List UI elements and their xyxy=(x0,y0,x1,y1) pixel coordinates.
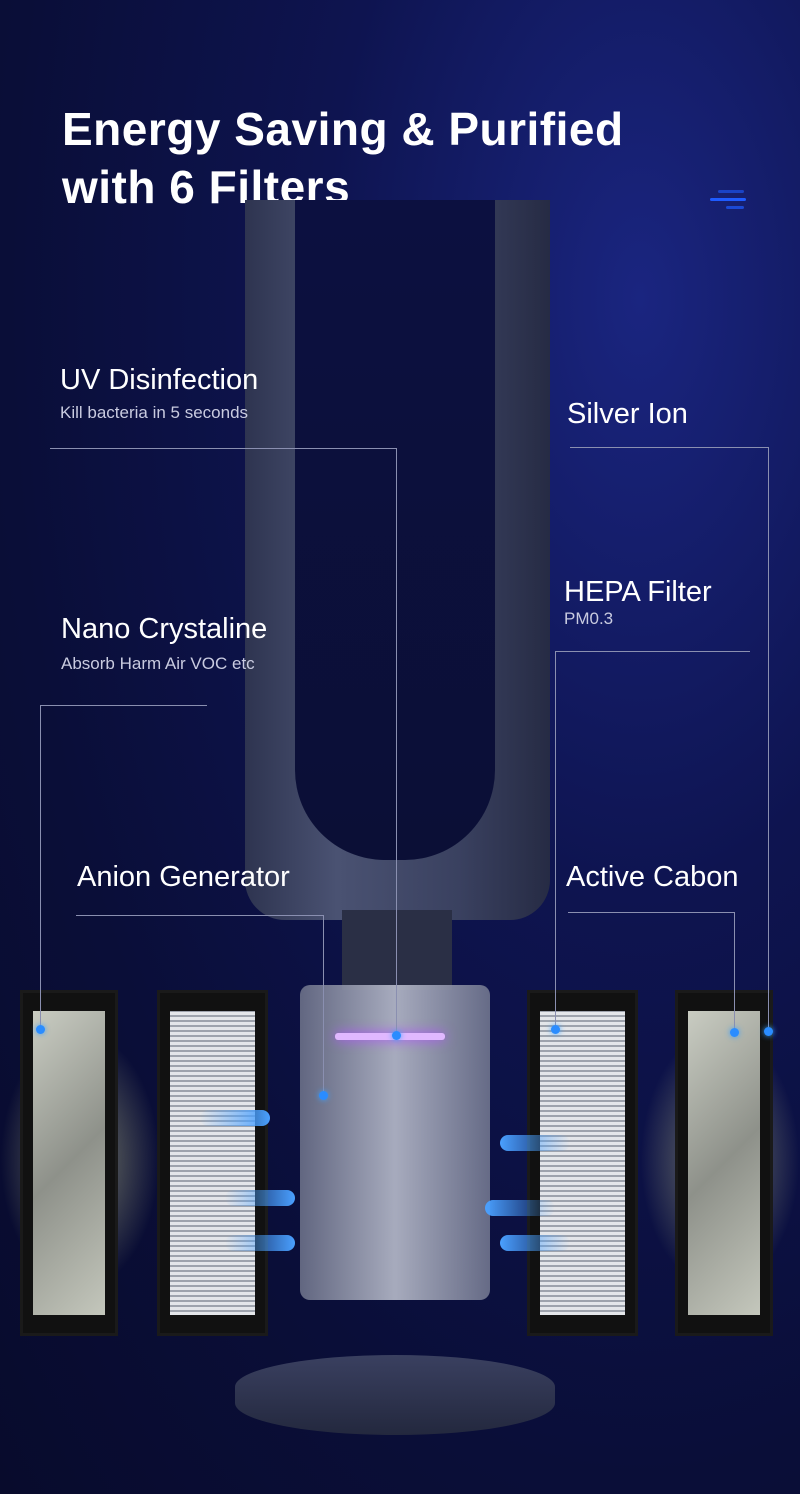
feature-nano: Nano Crystaline Absorb Harm Air VOC etc xyxy=(61,612,267,674)
marker-dot xyxy=(392,1031,401,1040)
marker-dot xyxy=(319,1091,328,1100)
airflow-arrow xyxy=(500,1235,570,1251)
base-plate xyxy=(235,1355,555,1435)
airflow-arrow xyxy=(225,1235,295,1251)
leader-line xyxy=(76,915,323,916)
leader-line xyxy=(768,447,769,1030)
feature-hepa: HEPA Filter PM0.3 xyxy=(564,575,712,629)
airflow-arrow xyxy=(500,1135,570,1151)
hepa-filter-right xyxy=(527,990,638,1336)
leader-line xyxy=(40,705,207,706)
feature-anion: Anion Generator xyxy=(77,861,290,893)
feature-sub: PM0.3 xyxy=(564,609,614,628)
leader-line xyxy=(40,705,41,1029)
leader-line xyxy=(50,448,396,449)
feature-uv: UV Disinfection Kill bacteria in 5 secon… xyxy=(60,363,258,423)
leader-line xyxy=(555,651,750,652)
marker-dot xyxy=(730,1028,739,1037)
airflow-arrow xyxy=(200,1110,270,1126)
feature-active-carbon: Active Cabon xyxy=(566,861,739,893)
feature-sub: Kill bacteria in 5 seconds xyxy=(60,403,249,422)
feature-sub: Absorb Harm Air VOC etc xyxy=(61,654,255,673)
airflow-arrow xyxy=(225,1190,295,1206)
leader-line xyxy=(568,912,734,913)
tower-opening xyxy=(295,200,495,860)
feature-label: HEPA Filter xyxy=(564,576,712,608)
feature-label: Nano Crystaline xyxy=(61,613,268,645)
menu-icon[interactable] xyxy=(710,190,746,212)
feature-silver-ion: Silver Ion xyxy=(567,398,688,430)
marker-dot xyxy=(764,1027,773,1036)
leader-line xyxy=(323,915,324,1095)
tower-neck xyxy=(342,910,452,990)
title-line-1: Energy Saving & Purified xyxy=(62,103,624,155)
page-title: Energy Saving & Purified with 6 Filters xyxy=(62,100,624,216)
leader-line xyxy=(396,448,397,1035)
feature-label: UV Disinfection xyxy=(60,364,259,396)
nano-crystal-filter xyxy=(20,990,118,1336)
airflow-arrow xyxy=(485,1200,555,1216)
uv-lamp xyxy=(335,1033,445,1040)
hepa-filter-left xyxy=(157,990,268,1336)
active-carbon-filter xyxy=(675,990,773,1336)
leader-line xyxy=(734,912,735,1032)
marker-dot xyxy=(551,1025,560,1034)
leader-line xyxy=(555,651,556,1029)
marker-dot xyxy=(36,1025,45,1034)
leader-line xyxy=(570,447,768,448)
